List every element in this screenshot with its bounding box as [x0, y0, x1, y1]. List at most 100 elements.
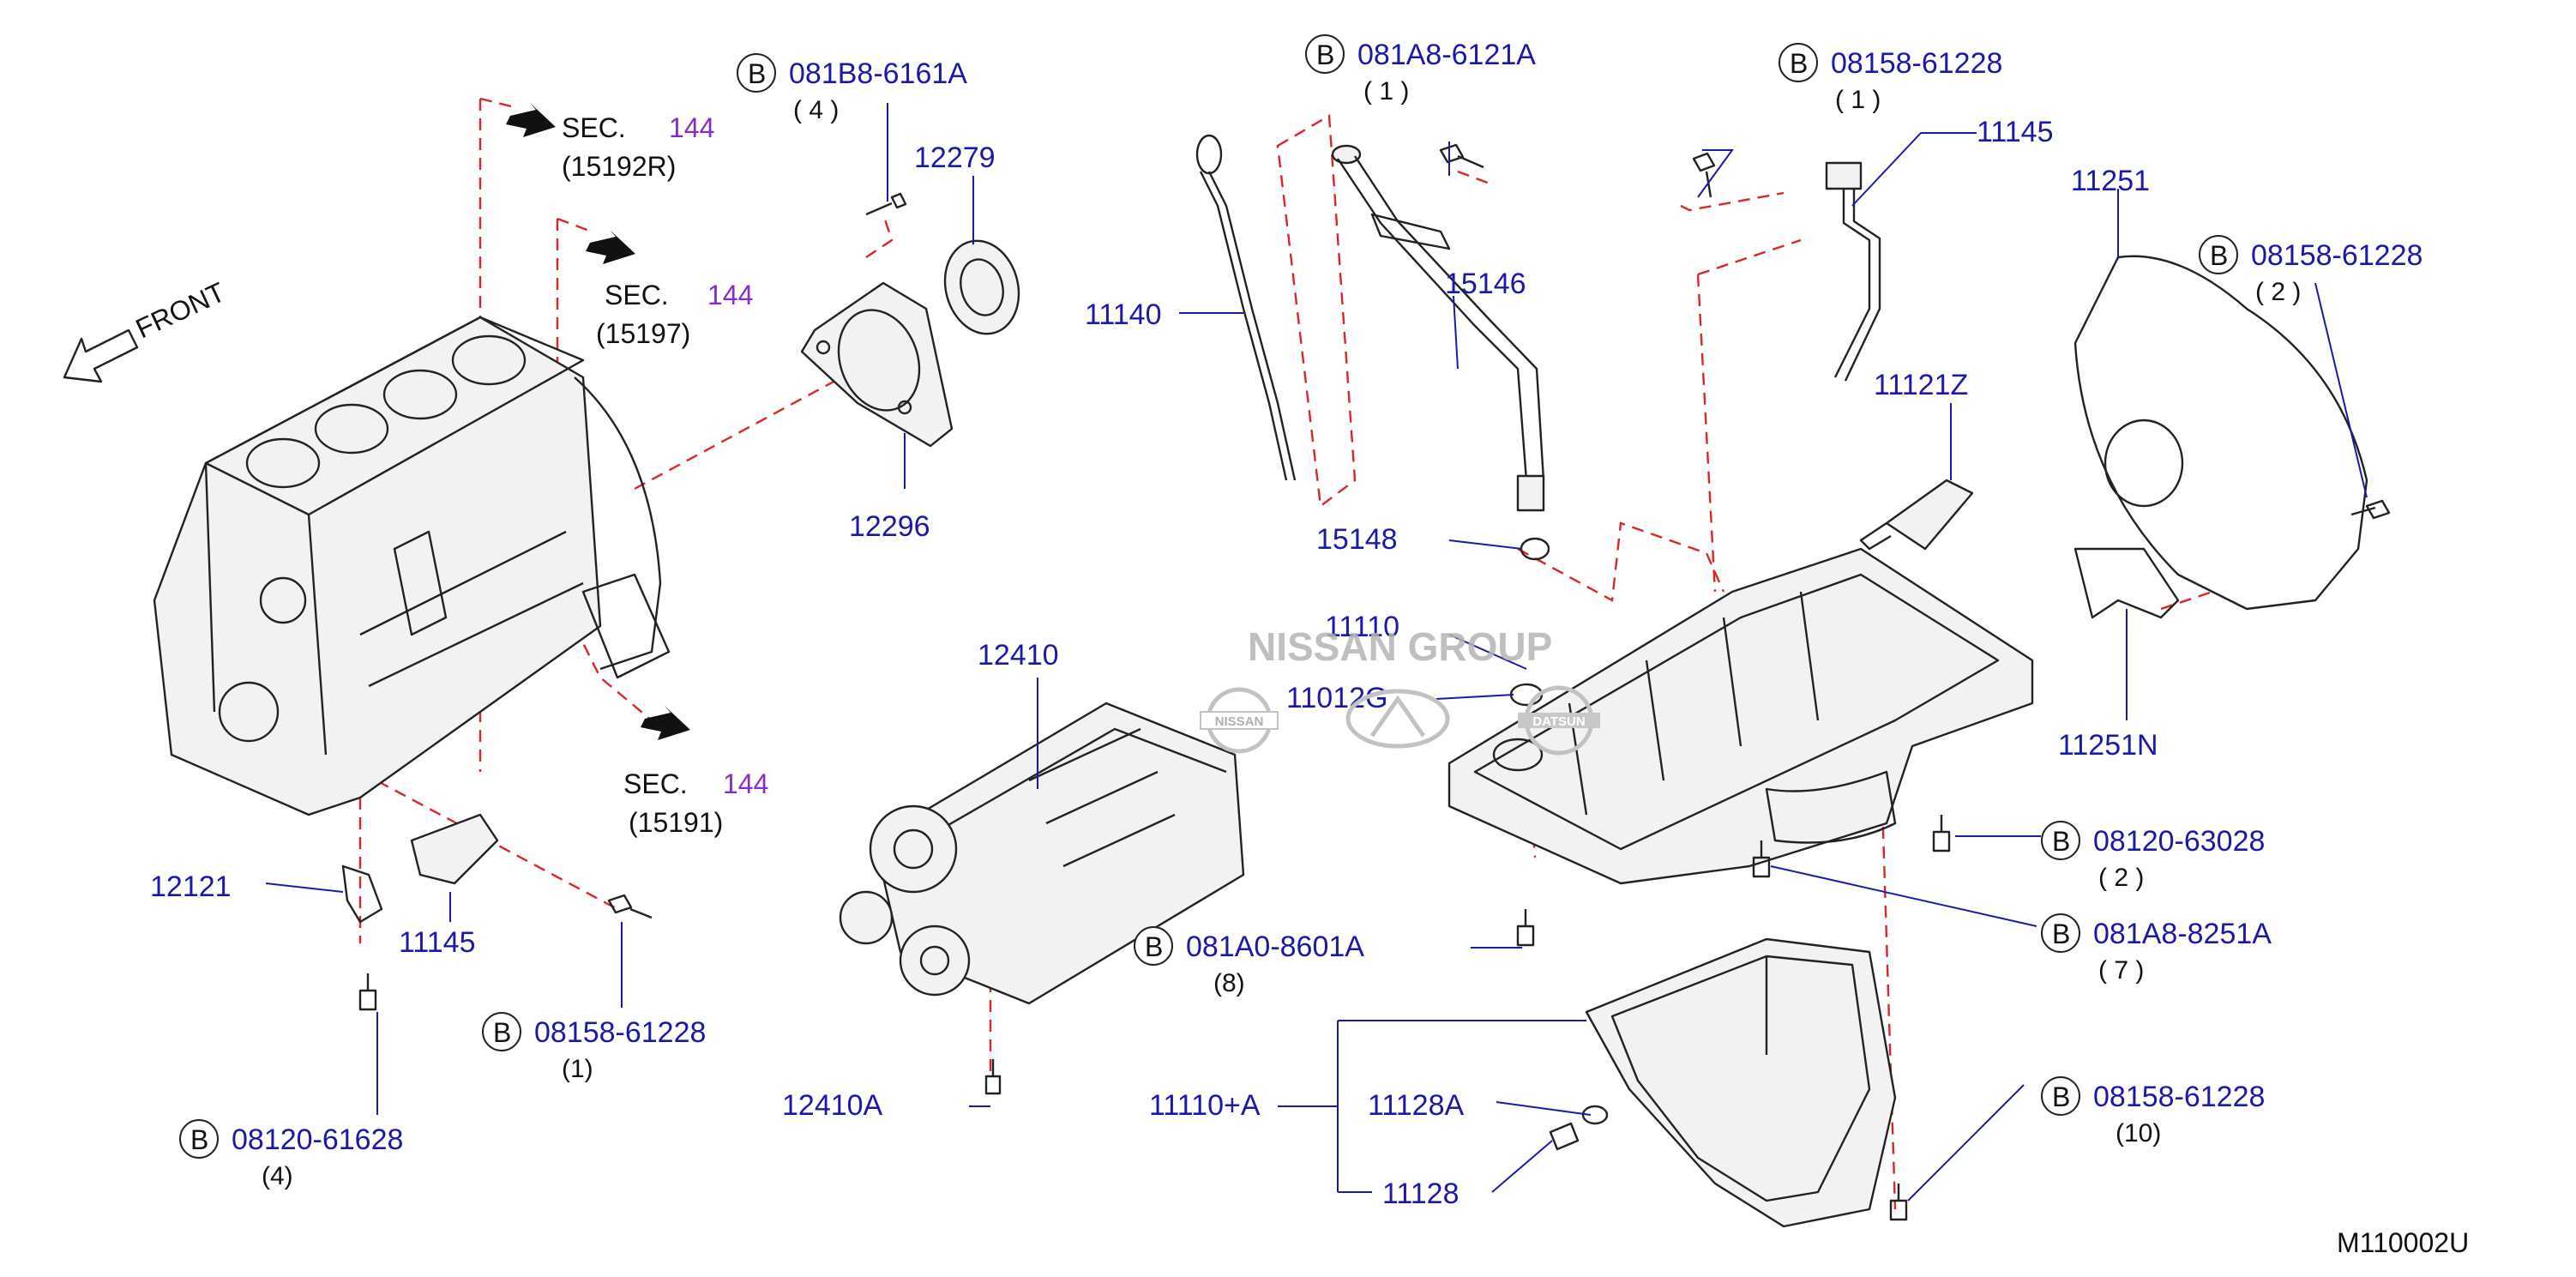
- pipe-bolt: [1692, 152, 1716, 198]
- front-arrow-icon: [63, 328, 139, 383]
- b-circle-icon: [1134, 926, 1173, 966]
- seal-bolt: [865, 192, 907, 216]
- section-label: SEC.: [623, 768, 688, 799]
- rear-plate-bolt: [2350, 499, 2391, 520]
- label-11110A: 11110+A: [1149, 1089, 1261, 1122]
- guide-bolt: [1439, 143, 1484, 169]
- arrow-icon: [506, 103, 556, 137]
- section-sub: (15197): [596, 318, 690, 349]
- label-15148: 15148: [1316, 523, 1398, 556]
- bolt-qty: ( 1 ): [1835, 86, 1881, 114]
- bolt-left-b: [607, 894, 653, 919]
- pump-bolt: [984, 1059, 1002, 1095]
- datsun-badge-icon: DATSUN: [1518, 685, 1600, 756]
- arrow-icon: [586, 230, 635, 264]
- bolt-callout: B 08158-61228 ( 2 ): [2199, 235, 2423, 306]
- b-circle-icon: [2199, 235, 2238, 274]
- oil-seal: [943, 239, 1020, 335]
- label-11012G: 11012G: [1286, 682, 1387, 714]
- sealant-tube: [1859, 479, 1974, 551]
- bracket-12121: [341, 864, 383, 924]
- part-labels: 12279 12296 12410 12410A 12121 11145 111…: [150, 116, 2158, 1210]
- bolt-code: 081B8-6161A: [789, 57, 967, 90]
- label-11128A: 11128A: [1368, 1089, 1464, 1122]
- b-circle-icon: [482, 1012, 521, 1051]
- section-number: 144: [723, 768, 768, 799]
- bolt-code: 08158-61228: [2093, 1081, 2265, 1113]
- svg-text:B: B: [1145, 931, 1163, 962]
- b-circle-icon: [737, 53, 776, 93]
- label-11145-left: 11145: [399, 926, 476, 959]
- bolt-qty: ( 4 ): [793, 96, 839, 124]
- bolt-callout: B 08158-61228 (10): [2041, 1076, 2265, 1147]
- bolt-callout: B 08120-63028 ( 2 ): [2041, 821, 2265, 892]
- bolt-qty: (4): [262, 1162, 293, 1190]
- section-sub: (15191): [629, 807, 723, 838]
- section-number: 144: [707, 280, 753, 310]
- bolt-code: 08158-61228: [1831, 47, 2002, 80]
- section-label: SEC.: [605, 280, 669, 310]
- svg-text:B: B: [493, 1017, 511, 1048]
- bolt-callout: B 081A0-8601A (8): [1134, 926, 1364, 997]
- label-11251N: 11251N: [2058, 729, 2158, 762]
- rear-plate: [2073, 255, 2368, 619]
- svg-text:B: B: [190, 1124, 208, 1155]
- arrow-icon: [641, 706, 690, 740]
- label-12296: 12296: [849, 510, 930, 543]
- pipe-11145-left: [410, 813, 499, 885]
- section-ref-1: SEC. 144 (15192R): [506, 103, 714, 182]
- section-label: SEC.: [562, 112, 626, 143]
- b-circle-icon: [2041, 821, 2080, 860]
- label-12279: 12279: [914, 142, 996, 174]
- label-12121: 12121: [150, 870, 232, 903]
- oil-pump-assembly: [839, 702, 1245, 1005]
- leader-lines: [265, 103, 2368, 1202]
- bolt-qty: ( 7 ): [2098, 956, 2144, 985]
- label-15146: 15146: [1445, 268, 1526, 300]
- label-11251: 11251: [2071, 165, 2150, 197]
- b-circle-icon: [179, 1119, 219, 1159]
- bolt-qty: ( 1 ): [1363, 77, 1409, 105]
- front-indicator: FRONT: [63, 276, 230, 383]
- label-11140: 11140: [1085, 298, 1162, 331]
- svg-text:B: B: [2052, 1081, 2070, 1112]
- bolt-qty: (8): [1213, 969, 1245, 997]
- o-ring-15148: [1520, 537, 1550, 561]
- bolt-qty: (10): [2116, 1119, 2161, 1147]
- label-12410: 12410: [978, 639, 1059, 672]
- b-circle-icon: [1779, 43, 1818, 82]
- bolt-qty: (1): [562, 1055, 593, 1083]
- svg-text:B: B: [748, 58, 766, 89]
- svg-text:B: B: [2052, 919, 2070, 949]
- watermark: NISSAN GROUP NISSAN DATSUN: [1200, 624, 1600, 756]
- bolt-callout: B 081A8-8251A ( 7 ): [2041, 913, 2272, 985]
- oil-level-gauge: [1195, 134, 1297, 481]
- bolt-qty: ( 2 ): [2255, 278, 2301, 306]
- inlet-pipe-top: [1825, 161, 1881, 382]
- bolt-callout: B 08120-61628 (4): [179, 1119, 403, 1190]
- rear-seal-retainer: [800, 281, 954, 448]
- infiniti-badge-icon: [1345, 689, 1450, 749]
- bolt-callout: B 08158-61228 ( 1 ): [1779, 43, 2002, 114]
- drain-plug-11128: [1549, 1122, 1580, 1151]
- section-ref-3: SEC. 144 (15191): [623, 706, 768, 838]
- gauge-guide: [1331, 144, 1545, 512]
- svg-text:B: B: [1790, 48, 1808, 79]
- bolt-code: 08158-61228: [2251, 239, 2423, 272]
- svg-text:B: B: [2210, 240, 2228, 271]
- svg-text:B: B: [2052, 826, 2070, 857]
- figure-code: M110002U: [2337, 1227, 2469, 1258]
- svg-text:NISSAN: NISSAN: [1215, 714, 1264, 729]
- bolt-qty: ( 2 ): [2098, 864, 2144, 892]
- bolt-callout: B 081A8-6121A ( 1 ): [1305, 34, 1536, 105]
- section-number: 144: [669, 112, 714, 143]
- label-11121Z: 11121Z: [1874, 369, 1968, 401]
- label-11145-top: 11145: [1977, 116, 2054, 148]
- svg-text:DATSUN: DATSUN: [1532, 714, 1585, 729]
- bolt-code: 08120-63028: [2093, 825, 2265, 858]
- label-11128: 11128: [1382, 1178, 1460, 1210]
- bolt-callout: B 08158-61228 (1): [482, 1012, 706, 1083]
- bolt-callout: B 081B8-6161A ( 4 ): [737, 53, 967, 124]
